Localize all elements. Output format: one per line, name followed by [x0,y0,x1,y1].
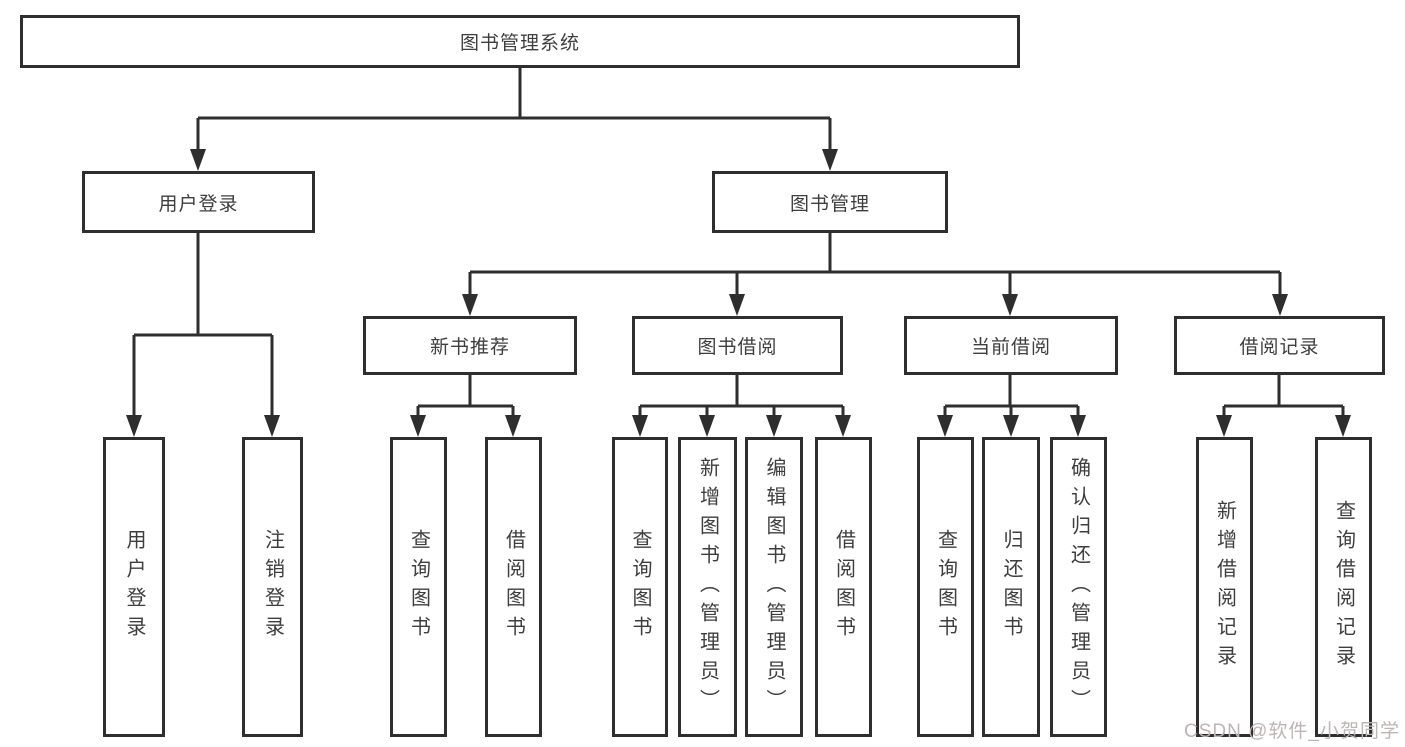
leaf-edit-books-admin: 编辑图书（管理员） [745,437,803,737]
node-current-borrow: 当前借阅 [904,316,1118,375]
leaf-query-books-borrow: 查询图书 [612,437,668,737]
connector-book-borrow-to-leaves [632,375,851,437]
leaf-query-books-current: 查询图书 [917,437,974,737]
leaf-logout: 注销登录 [242,437,303,737]
node-new-book-recommend: 新书推荐 [363,316,577,375]
node-book-management: 图书管理 [712,171,948,233]
leaf-return-books: 归还图书 [982,437,1040,737]
leaf-user-login: 用户登录 [103,437,165,737]
connector-root-to-level2 [190,68,838,171]
leaf-add-borrow-record: 新增借阅记录 [1196,437,1253,737]
leaf-query-borrow-record: 查询借阅记录 [1315,437,1372,737]
connector-user-login-to-leaves [126,233,280,437]
node-borrow-records: 借阅记录 [1174,316,1385,375]
leaf-borrow-books: 借阅图书 [815,437,872,737]
leaf-borrow-books-recommend: 借阅图书 [485,437,542,737]
connector-book-management-to-level3 [462,233,1288,316]
node-library-management-system: 图书管理系统 [20,15,1020,68]
connector-borrow-records-to-leaves [1216,375,1351,437]
node-book-borrow: 图书借阅 [632,316,843,375]
leaf-query-books-recommend: 查询图书 [390,437,447,737]
leaf-confirm-return-admin: 确认归还（管理员） [1050,437,1107,737]
connector-new-book-recommend-to-leaves [410,375,521,437]
connector-current-borrow-to-leaves [937,375,1086,437]
node-user-login: 用户登录 [82,171,315,233]
leaf-add-books-admin: 新增图书（管理员） [678,437,737,737]
